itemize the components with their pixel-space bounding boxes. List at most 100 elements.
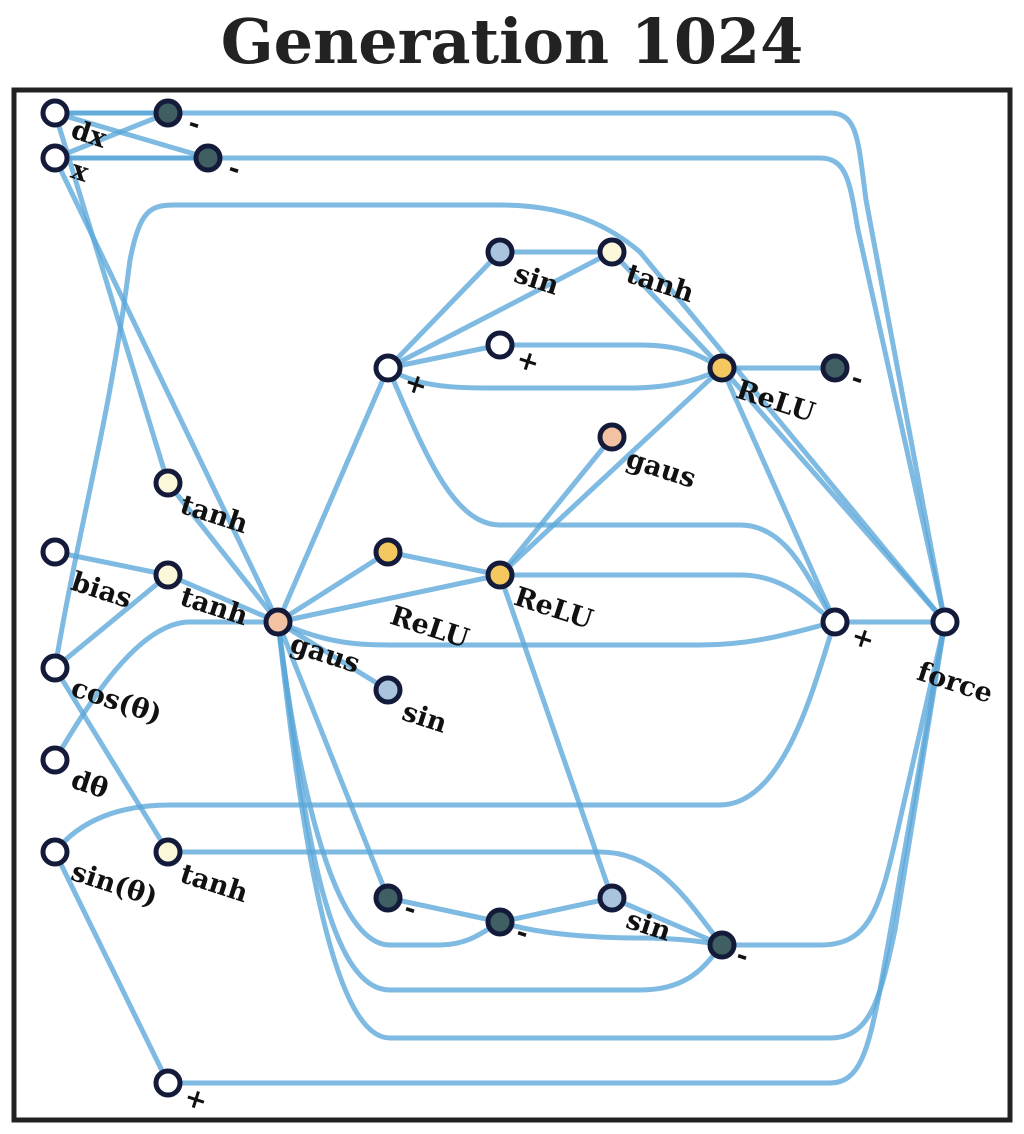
node-dx-circle <box>40 98 70 128</box>
node-dth-label: dθ <box>67 764 112 805</box>
edge-x-to-force <box>52 155 948 625</box>
node-plus2-circle <box>485 330 515 360</box>
node-force-circle <box>930 607 960 637</box>
node-m1: - <box>153 98 205 140</box>
edge-relu1-to-relu3 <box>497 365 725 578</box>
node-bias-label: bias <box>67 566 135 615</box>
node-tanh3-circle <box>153 837 183 867</box>
node-relu3-circle <box>485 560 515 590</box>
edge-sin3-to-m6 <box>609 895 725 948</box>
node-m6-circle <box>707 930 737 960</box>
edge-dth-to-gaus1 <box>52 619 281 763</box>
node-x-circle <box>40 143 70 173</box>
node-sinth-circle <box>40 837 70 867</box>
node-m4: - <box>373 883 421 925</box>
node-sin2-circle <box>373 675 403 705</box>
edge-tanh3-to-m6 <box>165 849 725 948</box>
node-force: force <box>913 607 997 710</box>
edge-gaus1-to-plus1 <box>275 365 391 625</box>
diagram-title: Generation 1024 <box>220 5 804 78</box>
node-cos-circle <box>40 653 70 683</box>
edge-dx-to-tanh1 <box>52 110 171 486</box>
node-plus2: + <box>485 330 543 380</box>
node-relu2-circle <box>373 537 403 567</box>
edge-gaus1-to-plus3 <box>275 619 838 648</box>
node-gaus1-circle <box>263 607 293 637</box>
edge-x-to-m1 <box>52 110 171 161</box>
node-plusB: + <box>153 1068 211 1118</box>
edge-tanh2-to-gaus1 <box>165 572 281 625</box>
node-tanh2-circle <box>153 560 183 590</box>
edge-m4-to-m5 <box>385 895 503 925</box>
edge-sinth-to-plus3 <box>52 619 838 855</box>
node-relu3-label: ReLU <box>510 581 596 635</box>
node-m4-circle <box>373 883 403 913</box>
edge-sinth-to-plusB <box>52 849 171 1086</box>
edge-plus1-to-plus2 <box>385 342 503 371</box>
edge-dx-to-m2 <box>52 110 211 161</box>
node-tanh2-label: tanh <box>176 581 252 632</box>
node-bias-circle <box>40 537 70 567</box>
edge-m5-to-sin3 <box>497 895 615 925</box>
edge-m5-to-m6 <box>497 919 725 948</box>
node-tanh3-label: tanh <box>176 858 252 909</box>
node-m3: - <box>820 353 868 395</box>
node-sin1: sin <box>485 237 563 302</box>
node-m3-label: - <box>847 362 867 395</box>
node-tanh1-label: tanh <box>176 489 252 540</box>
node-bias: bias <box>40 537 136 615</box>
edge-x-to-gaus1 <box>52 155 281 625</box>
edge-plus1-to-sin1 <box>385 249 503 371</box>
node-sin2-label: sin <box>398 696 451 740</box>
edge-gaus1-to-relu3 <box>275 572 503 625</box>
node-tanh4-circle <box>597 237 627 267</box>
node-m3-circle <box>820 353 850 383</box>
node-sin1-circle <box>485 237 515 267</box>
edge-relu1-to-force <box>719 365 948 625</box>
edge-cos-to-tanh2 <box>52 572 171 671</box>
node-tanh1-circle <box>153 468 183 498</box>
diagram-frame <box>11 87 1013 1123</box>
node-m1-circle <box>153 98 183 128</box>
node-plus3-circle <box>820 607 850 637</box>
node-gaus2-circle <box>597 422 627 452</box>
node-plus3: + <box>820 607 878 657</box>
node-cos-label: cos(θ) <box>67 672 165 730</box>
node-cos: cos(θ) <box>40 653 166 731</box>
node-plus2-label: + <box>512 343 543 379</box>
node-m2-circle <box>193 143 223 173</box>
node-tanh4: tanh <box>597 237 698 309</box>
node-plus3-label: + <box>847 620 878 656</box>
node-m2: - <box>193 143 245 185</box>
node-m5-circle <box>485 907 515 937</box>
node-relu1-circle <box>707 353 737 383</box>
edge-layer <box>52 110 948 1086</box>
node-sin1-label: sin <box>510 258 563 302</box>
node-m6: - <box>707 930 753 972</box>
node-dth-circle <box>40 745 70 775</box>
node-plusB-label: + <box>180 1081 211 1117</box>
edge-plus1-to-plus3 <box>385 365 838 625</box>
node-plusB-circle <box>153 1068 183 1098</box>
edge-cos-to-tanh3 <box>52 665 171 855</box>
edge-gaus1-to-sin2 <box>275 619 391 693</box>
node-plus1-circle <box>373 353 403 383</box>
edge-plus1-to-tanh4 <box>385 249 615 371</box>
edge-plusB-to-force <box>165 619 948 1086</box>
node-sin2: sin <box>373 675 451 740</box>
edge-relu3-to-gaus2 <box>497 434 615 578</box>
edge-relu3-to-sin3 <box>497 572 615 901</box>
edge-plus1-to-relu1 <box>385 365 725 391</box>
node-sin3-circle <box>597 883 627 913</box>
edge-gaus1-to-relu2 <box>275 549 391 625</box>
node-gaus2-label: gaus <box>622 443 699 494</box>
node-x: x <box>40 143 93 189</box>
node-sin3-label: sin <box>622 904 675 948</box>
node-dth: dθ <box>40 745 112 805</box>
node-sinth: sin(θ) <box>40 837 161 913</box>
node-m4-label: - <box>400 892 420 925</box>
edge-m6-to-force <box>719 619 948 948</box>
edge-relu2-to-relu3 <box>385 549 503 578</box>
node-plus1-label: + <box>400 366 431 402</box>
